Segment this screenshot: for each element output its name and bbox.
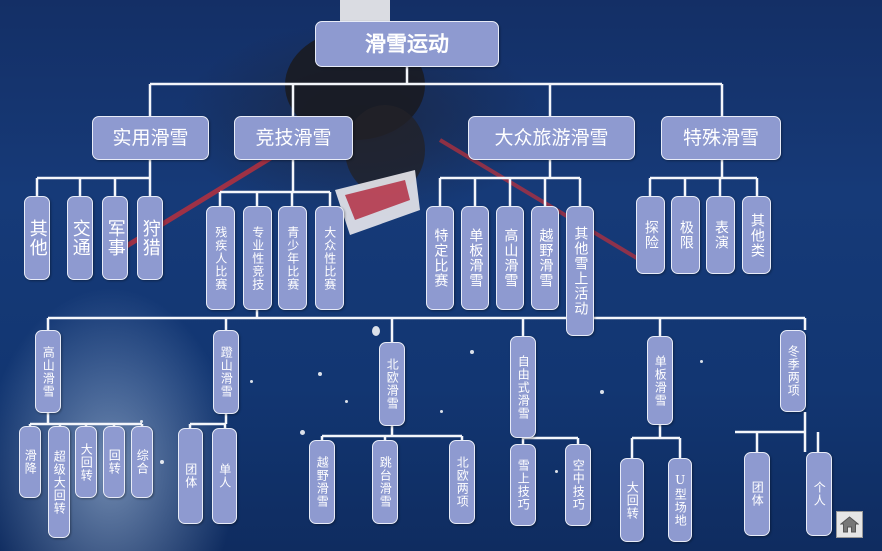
category-practical: 实用滑雪 bbox=[92, 116, 209, 160]
alpine-event: 大回转 bbox=[75, 426, 97, 498]
alpine-event: 回转 bbox=[103, 426, 125, 498]
discipline-freestyle: 自由式滑雪 bbox=[510, 336, 536, 438]
alpine-event: 超级大回转 bbox=[48, 426, 70, 538]
popular-item: 越野滑雪 bbox=[531, 206, 559, 310]
discipline-winter-biathlon: 冬季两项 bbox=[780, 330, 806, 412]
snowflake bbox=[300, 430, 305, 435]
popular-item: 特定比赛 bbox=[426, 206, 454, 310]
discipline-snowboard: 单板滑雪 bbox=[647, 336, 673, 425]
discipline-nordic: 北欧滑雪 bbox=[379, 342, 405, 426]
snowflake bbox=[160, 460, 164, 464]
practical-item: 其他 bbox=[24, 196, 50, 280]
home-button[interactable] bbox=[836, 511, 863, 538]
snowflake bbox=[470, 350, 474, 354]
alpine-event: 滑降 bbox=[19, 426, 41, 498]
snowflake bbox=[440, 410, 443, 413]
nordic-event: 跳台滑雪 bbox=[372, 440, 398, 524]
freestyle-event: 空中技巧 bbox=[565, 444, 591, 526]
popular-item: 其他雪上活动 bbox=[566, 206, 594, 336]
competitive-item: 青少年比赛 bbox=[278, 206, 307, 310]
snowflake bbox=[318, 372, 322, 376]
mountain-event: 团体 bbox=[178, 428, 203, 524]
competitive-item: 专业性竞技 bbox=[243, 206, 272, 310]
category-competitive: 竞技滑雪 bbox=[234, 116, 353, 160]
competitive-item: 残疾人比赛 bbox=[206, 206, 235, 310]
snowflake bbox=[250, 380, 253, 383]
special-item: 其他类 bbox=[742, 196, 771, 274]
snowflake bbox=[700, 360, 703, 363]
snowflake bbox=[345, 400, 348, 403]
biathlon-event: 团体 bbox=[744, 452, 770, 536]
mountain-event: 单人 bbox=[212, 428, 237, 524]
category-popular-tourism: 大众旅游滑雪 bbox=[468, 116, 635, 160]
nordic-event: 越野滑雪 bbox=[309, 440, 335, 524]
popular-item: 单板滑雪 bbox=[461, 206, 489, 310]
practical-item: 狩猎 bbox=[137, 196, 163, 280]
discipline-mountain: 蹬山滑雪 bbox=[213, 330, 239, 414]
home-icon bbox=[840, 516, 859, 533]
practical-item: 交通 bbox=[67, 196, 93, 280]
root-node: 滑雪运动 bbox=[315, 21, 499, 67]
snowflake bbox=[600, 390, 604, 394]
popular-item: 高山滑雪 bbox=[496, 206, 524, 310]
special-item: 表演 bbox=[706, 196, 735, 274]
special-item: 极限 bbox=[671, 196, 700, 274]
snowflake bbox=[140, 420, 143, 423]
snowboard-event: U型场地 bbox=[668, 458, 692, 542]
category-special: 特殊滑雪 bbox=[661, 116, 781, 160]
alpine-event: 综合 bbox=[131, 426, 153, 498]
competitive-item: 大众性比赛 bbox=[315, 206, 344, 310]
special-item: 探险 bbox=[636, 196, 665, 274]
discipline-alpine: 高山滑雪 bbox=[35, 330, 61, 413]
snowflake bbox=[372, 326, 380, 336]
biathlon-event: 个人 bbox=[806, 452, 832, 536]
snowflake bbox=[555, 470, 558, 473]
practical-item: 军事 bbox=[102, 196, 128, 280]
nordic-event: 北欧两项 bbox=[449, 440, 475, 524]
freestyle-event: 雪上技巧 bbox=[510, 444, 536, 526]
snowboard-event: 大回转 bbox=[620, 458, 644, 542]
